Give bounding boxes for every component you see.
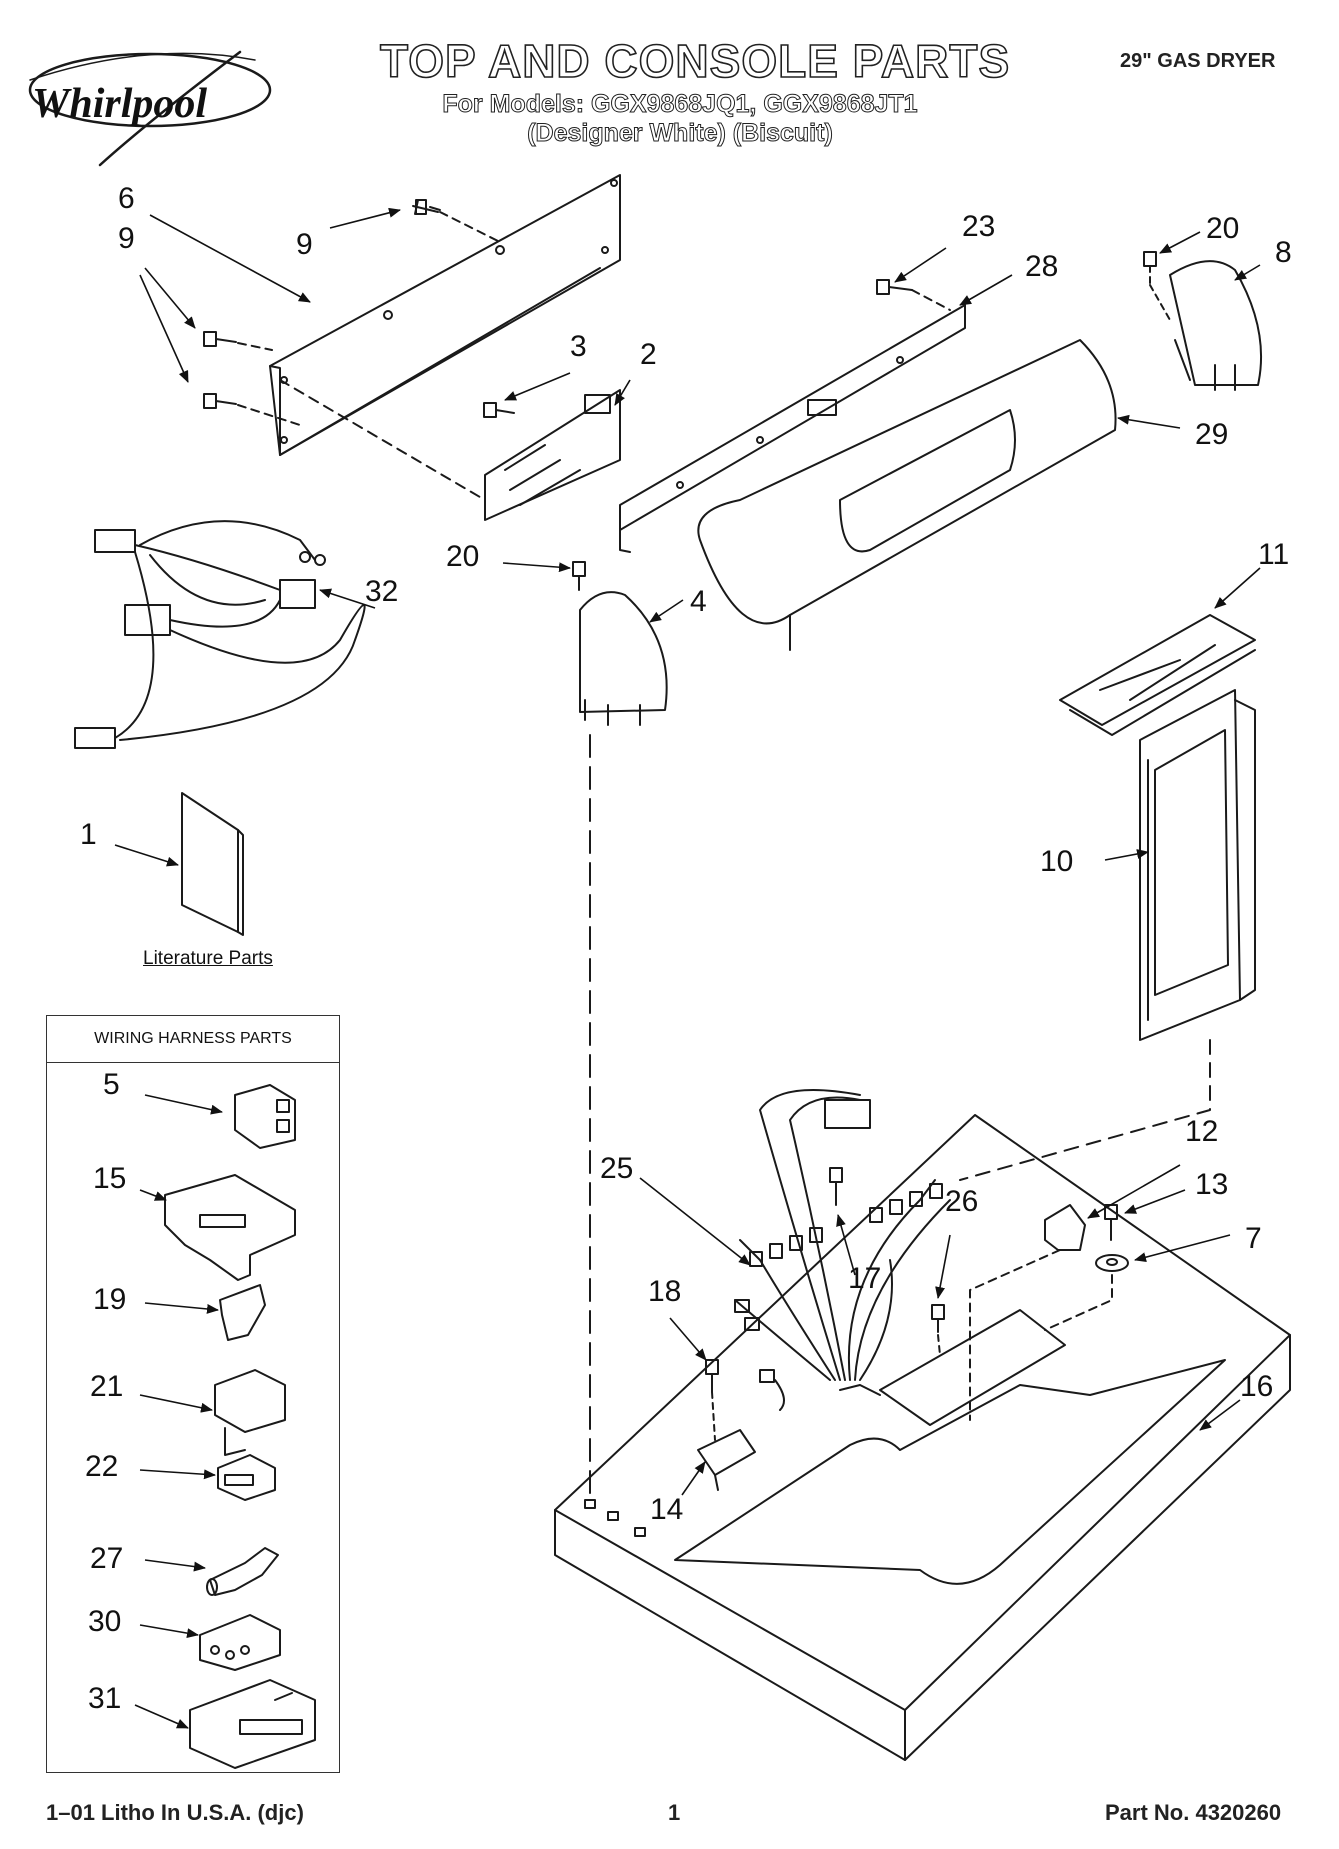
callout-9-left: 9: [118, 222, 135, 255]
connector-part-22: [217, 1454, 276, 1501]
terminal-part-27: [206, 1547, 279, 1596]
literature-parts-label: Literature Parts: [143, 948, 273, 969]
filter-cover-part: [1059, 614, 1256, 736]
callout-20-left: 20: [446, 540, 480, 573]
screw-part-20-top: [1143, 251, 1171, 321]
screw-part-9-left-lower: [203, 393, 237, 409]
screw-part-3: [483, 402, 515, 418]
callout-13: 13: [1195, 1168, 1229, 1201]
callout-8: 8: [1275, 236, 1292, 269]
callout-9-top: 9: [296, 228, 313, 261]
callout-7: 7: [1245, 1222, 1262, 1255]
top-panel-part: [554, 1114, 1291, 1761]
lint-screen-part: [1139, 689, 1256, 1041]
screw-part-23: [876, 279, 913, 295]
connector-part-5: [234, 1084, 296, 1149]
callout-32: 32: [365, 575, 399, 608]
page-title: TOP AND CONSOLE PARTS: [379, 34, 1011, 88]
callout-27: 27: [90, 1542, 124, 1575]
callout-29: 29: [1195, 418, 1229, 451]
callout-26: 26: [945, 1185, 979, 1218]
callout-16: 16: [1240, 1370, 1274, 1403]
callout-28: 28: [1025, 250, 1059, 283]
callout-19: 19: [93, 1283, 127, 1316]
callout-17: 17: [848, 1262, 882, 1295]
product-type: 29" GAS DRYER: [1120, 50, 1276, 72]
model-numbers: For Models: GGX9868JQ1, GGX9868JT1: [442, 90, 918, 119]
screw-part-17: [829, 1167, 843, 1206]
model-colors: (Designer White) (Biscuit): [527, 119, 834, 148]
screw-part-20-left: [572, 561, 586, 591]
end-cap-left-part: [579, 591, 668, 726]
callout-15: 15: [93, 1162, 127, 1195]
whirlpool-logo-icon: [28, 50, 272, 167]
washer-part-7: [1095, 1254, 1129, 1272]
end-cap-right-part: [1169, 260, 1263, 391]
callout-20-top: 20: [1206, 212, 1240, 245]
callout-1: 1: [80, 818, 97, 851]
literature-part: [181, 792, 244, 936]
callout-2: 2: [640, 338, 657, 371]
screw-part-9-left-upper: [203, 331, 237, 347]
clip-part-19: [219, 1284, 266, 1341]
callout-21: 21: [90, 1370, 124, 1403]
connector-part-31: [189, 1679, 316, 1769]
callout-14: 14: [650, 1493, 684, 1526]
callout-12: 12: [1185, 1115, 1219, 1148]
callout-31: 31: [88, 1682, 122, 1715]
console-bracket-part: [619, 304, 966, 553]
screw-part-9-top: [412, 199, 441, 215]
callout-25: 25: [600, 1152, 634, 1185]
control-board-part: [484, 389, 621, 521]
bracket-part-12: [1044, 1204, 1086, 1251]
clip-part-14: [697, 1429, 756, 1491]
main-wiring-harness-part: [74, 520, 366, 749]
screw-part-26: [931, 1304, 945, 1333]
footer-part-number: Part No. 4320260: [1105, 1800, 1282, 1825]
connector-block-part-15: [164, 1174, 296, 1281]
connector-part-30: [199, 1614, 281, 1671]
callout-30: 30: [88, 1605, 122, 1638]
wiring-harness-heading: WIRING HARNESS PARTS: [47, 1016, 339, 1063]
callout-5: 5: [103, 1068, 120, 1101]
console-part: [697, 339, 1117, 651]
callout-22: 22: [85, 1450, 119, 1483]
callout-3: 3: [570, 330, 587, 363]
screw-part-18: [705, 1359, 719, 1393]
callout-18: 18: [648, 1275, 682, 1308]
callout-11: 11: [1258, 538, 1290, 571]
callout-23: 23: [962, 210, 996, 243]
top-wiring-harness-part: [734, 1089, 951, 1411]
footer-litho: 1–01 Litho In U.S.A. (djc): [46, 1800, 304, 1825]
wiring-harness-parts-box: WIRING HARNESS PARTS: [46, 1015, 340, 1773]
connector-part-21: [214, 1369, 286, 1456]
callout-10: 10: [1040, 845, 1074, 878]
footer-page-number: 1: [668, 1800, 681, 1825]
brand-logo: Whirlpool: [32, 81, 208, 127]
callout-6: 6: [118, 182, 135, 215]
callout-4: 4: [690, 585, 707, 618]
console-back-panel-part: [269, 174, 621, 456]
